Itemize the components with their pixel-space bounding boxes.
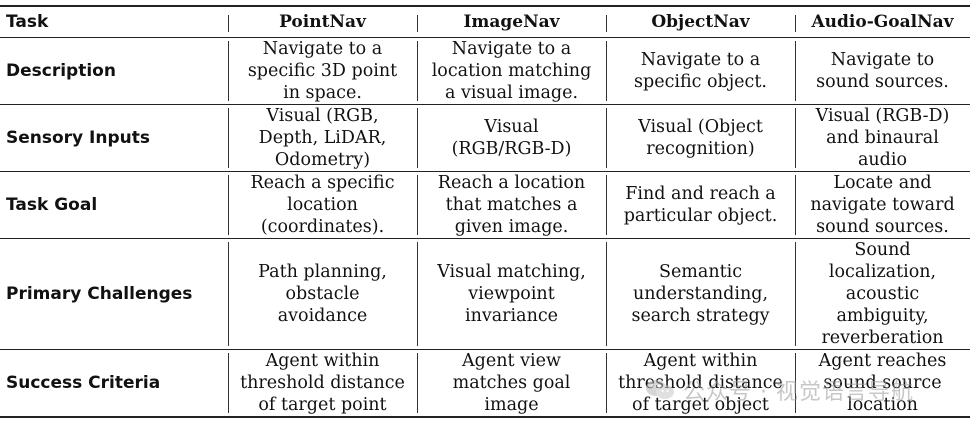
- cell-line: sound sources.: [816, 72, 949, 92]
- cell-line: Sound: [854, 240, 911, 260]
- cell-line: Odometry): [274, 150, 371, 170]
- cell-line: of target point: [258, 395, 387, 415]
- cell-line: (RGB/RGB-D): [451, 139, 572, 159]
- cell-line: Reach a location: [437, 173, 586, 193]
- cell-line: Depth, LiDAR,: [258, 128, 387, 148]
- cell-line: Agent within: [265, 351, 380, 371]
- cell-line: Navigate to a: [640, 50, 761, 70]
- cell-line: Agent within: [643, 351, 758, 371]
- cell-sensory-imagenav: Visual(RGB/RGB-D): [417, 105, 606, 172]
- row-label-success-criteria: Success Criteria: [6, 373, 161, 393]
- cell-line: that matches a: [445, 195, 578, 215]
- cell-line: sound sources.: [816, 217, 949, 237]
- cell-line: Agent reaches: [818, 351, 947, 371]
- cell-line: reverberation: [821, 328, 944, 348]
- cell-line: matches goal: [452, 373, 571, 393]
- row-label-task-goal: Task Goal: [6, 195, 98, 215]
- row-label-sensory-inputs: Sensory Inputs: [6, 128, 151, 148]
- cell-line: acoustic: [845, 284, 920, 304]
- cell-sensory-pointnav: Visual (RGB,Depth, LiDAR,Odometry): [228, 105, 417, 172]
- cell-line: threshold distance: [240, 373, 405, 393]
- cell-line: in space.: [283, 83, 362, 103]
- cell-line: specific 3D point: [247, 61, 398, 81]
- cell-line: ambiguity,: [836, 306, 929, 326]
- cell-line: Path planning,: [258, 262, 387, 282]
- cell-line: Visual (Object: [638, 117, 763, 137]
- cell-line: location: [847, 395, 918, 415]
- cell-line: Reach a specific: [250, 173, 395, 193]
- cell-line: of target object: [632, 395, 769, 415]
- header-audio-goalnav: Audio-GoalNav: [795, 6, 970, 38]
- cell-line: viewpoint: [468, 284, 555, 304]
- cell-line: particular object.: [623, 206, 778, 226]
- header-pointnav: PointNav: [228, 6, 417, 38]
- header-row: Task PointNav ImageNav ObjectNav Audio-G…: [0, 6, 970, 38]
- cell-line: localization,: [828, 262, 937, 282]
- cell-line: audio: [857, 150, 908, 170]
- cell-line: Locate and: [833, 173, 932, 193]
- cell-line: Find and reach a: [625, 184, 776, 204]
- cell-line: image: [484, 395, 539, 415]
- header-objectnav: ObjectNav: [606, 6, 795, 38]
- cell-line: Visual (RGB-D): [815, 106, 950, 126]
- header-task: Task: [6, 12, 49, 32]
- cell-line: location: [287, 195, 358, 215]
- cell-line: avoidance: [277, 306, 368, 326]
- cell-line: and binaural: [826, 128, 939, 148]
- cell-line: obstacle: [285, 284, 360, 304]
- navigation-task-comparison-table: Task PointNav ImageNav ObjectNav Audio-G…: [0, 5, 970, 418]
- cell-line: sound source: [823, 373, 942, 393]
- cell-line: a visual image.: [444, 83, 579, 103]
- cell-line: recognition): [646, 139, 755, 159]
- table-row-sensory-inputs: Sensory Inputs Visual (RGB,Depth, LiDAR,…: [0, 105, 970, 172]
- row-label-primary-challenges: Primary Challenges: [6, 284, 193, 304]
- cell-line: (coordinates).: [260, 217, 385, 237]
- cell-line: specific object.: [634, 72, 767, 92]
- cell-line: Visual matching,: [437, 262, 586, 282]
- cell-line: navigate toward: [810, 195, 955, 215]
- cell-line: Navigate to: [830, 50, 935, 70]
- cell-line: location matching: [431, 61, 592, 81]
- cell-line: search strategy: [631, 306, 770, 326]
- cell-line: Navigate to a: [262, 39, 383, 59]
- table-row-primary-challenges: Primary Challenges Path planning,obstacl…: [0, 239, 970, 350]
- cell-line: Visual (RGB,: [266, 106, 379, 126]
- table-header: Task PointNav ImageNav ObjectNav Audio-G…: [0, 6, 970, 38]
- cell-line: Visual: [484, 117, 539, 137]
- cell-line: invariance: [464, 306, 558, 326]
- comparison-table-container: Task PointNav ImageNav ObjectNav Audio-G…: [0, 5, 970, 418]
- row-label-description: Description: [6, 61, 116, 81]
- cell-line: Semantic: [658, 262, 743, 282]
- header-imagenav: ImageNav: [417, 6, 606, 38]
- cell-line: threshold distance: [618, 373, 783, 393]
- cell-line: understanding,: [632, 284, 769, 304]
- cell-line: given image.: [454, 217, 569, 237]
- cell-line: Agent view: [462, 351, 561, 371]
- cell-line: Navigate to a: [451, 39, 572, 59]
